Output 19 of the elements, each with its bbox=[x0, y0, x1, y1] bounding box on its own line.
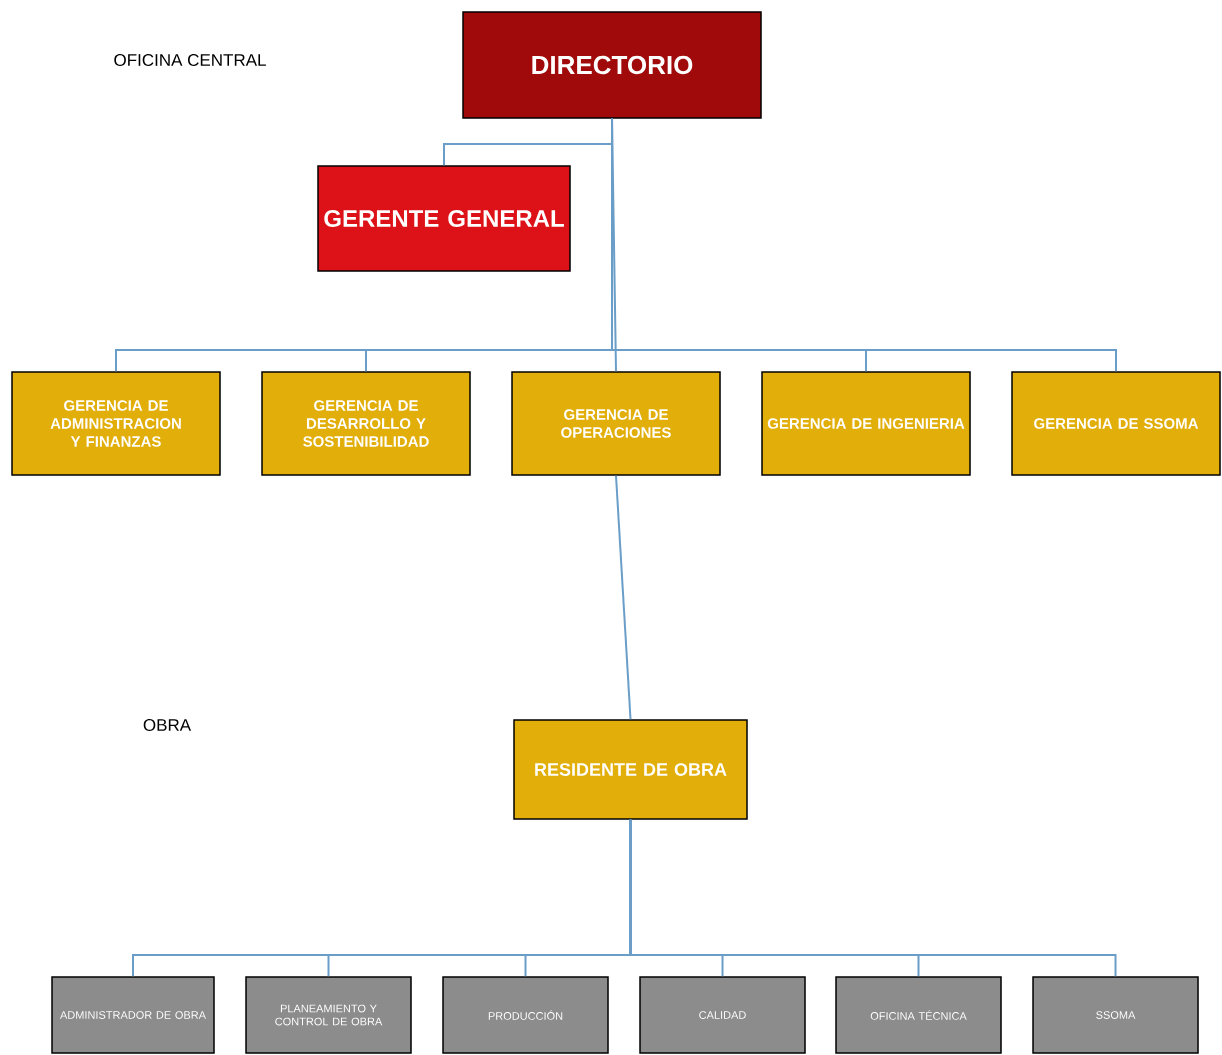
department-box: GERENCIA DE ADMINISTRACION Y FINANZAS bbox=[11, 371, 221, 476]
connector-line bbox=[629, 818, 1117, 978]
role-box: ADMINISTRADOR DE OBRA bbox=[51, 976, 215, 1054]
role-box: SSOMA bbox=[1032, 976, 1199, 1054]
role-box: OFICINA TÉCNICA bbox=[835, 976, 1002, 1054]
department-box: GERENCIA DE INGENIERIA bbox=[761, 371, 971, 476]
department-box: GERENCIA DE SSOMA bbox=[1011, 371, 1221, 476]
role-box: CALIDAD bbox=[639, 976, 806, 1054]
section-label: OFICINA CENTRAL bbox=[114, 54, 266, 67]
department-box: GERENCIA DE OPERACIONES bbox=[511, 371, 721, 476]
connector-line bbox=[611, 117, 1117, 373]
section-label: OBRA bbox=[143, 719, 192, 732]
department-box: RESIDENTE DE OBRA bbox=[513, 719, 748, 820]
role-box: PLANEAMIENTO Y CONTROL DE OBRA bbox=[245, 976, 412, 1054]
manager-box: GERENTE GENERAL bbox=[317, 165, 571, 272]
department-box: GERENCIA DE DESARROLLO Y SOSTENIBILIDAD bbox=[261, 371, 471, 476]
director-box: DIRECTORIO bbox=[462, 11, 762, 119]
connector-line bbox=[615, 474, 632, 721]
role-box: PRODUCCIÓN bbox=[442, 976, 609, 1054]
